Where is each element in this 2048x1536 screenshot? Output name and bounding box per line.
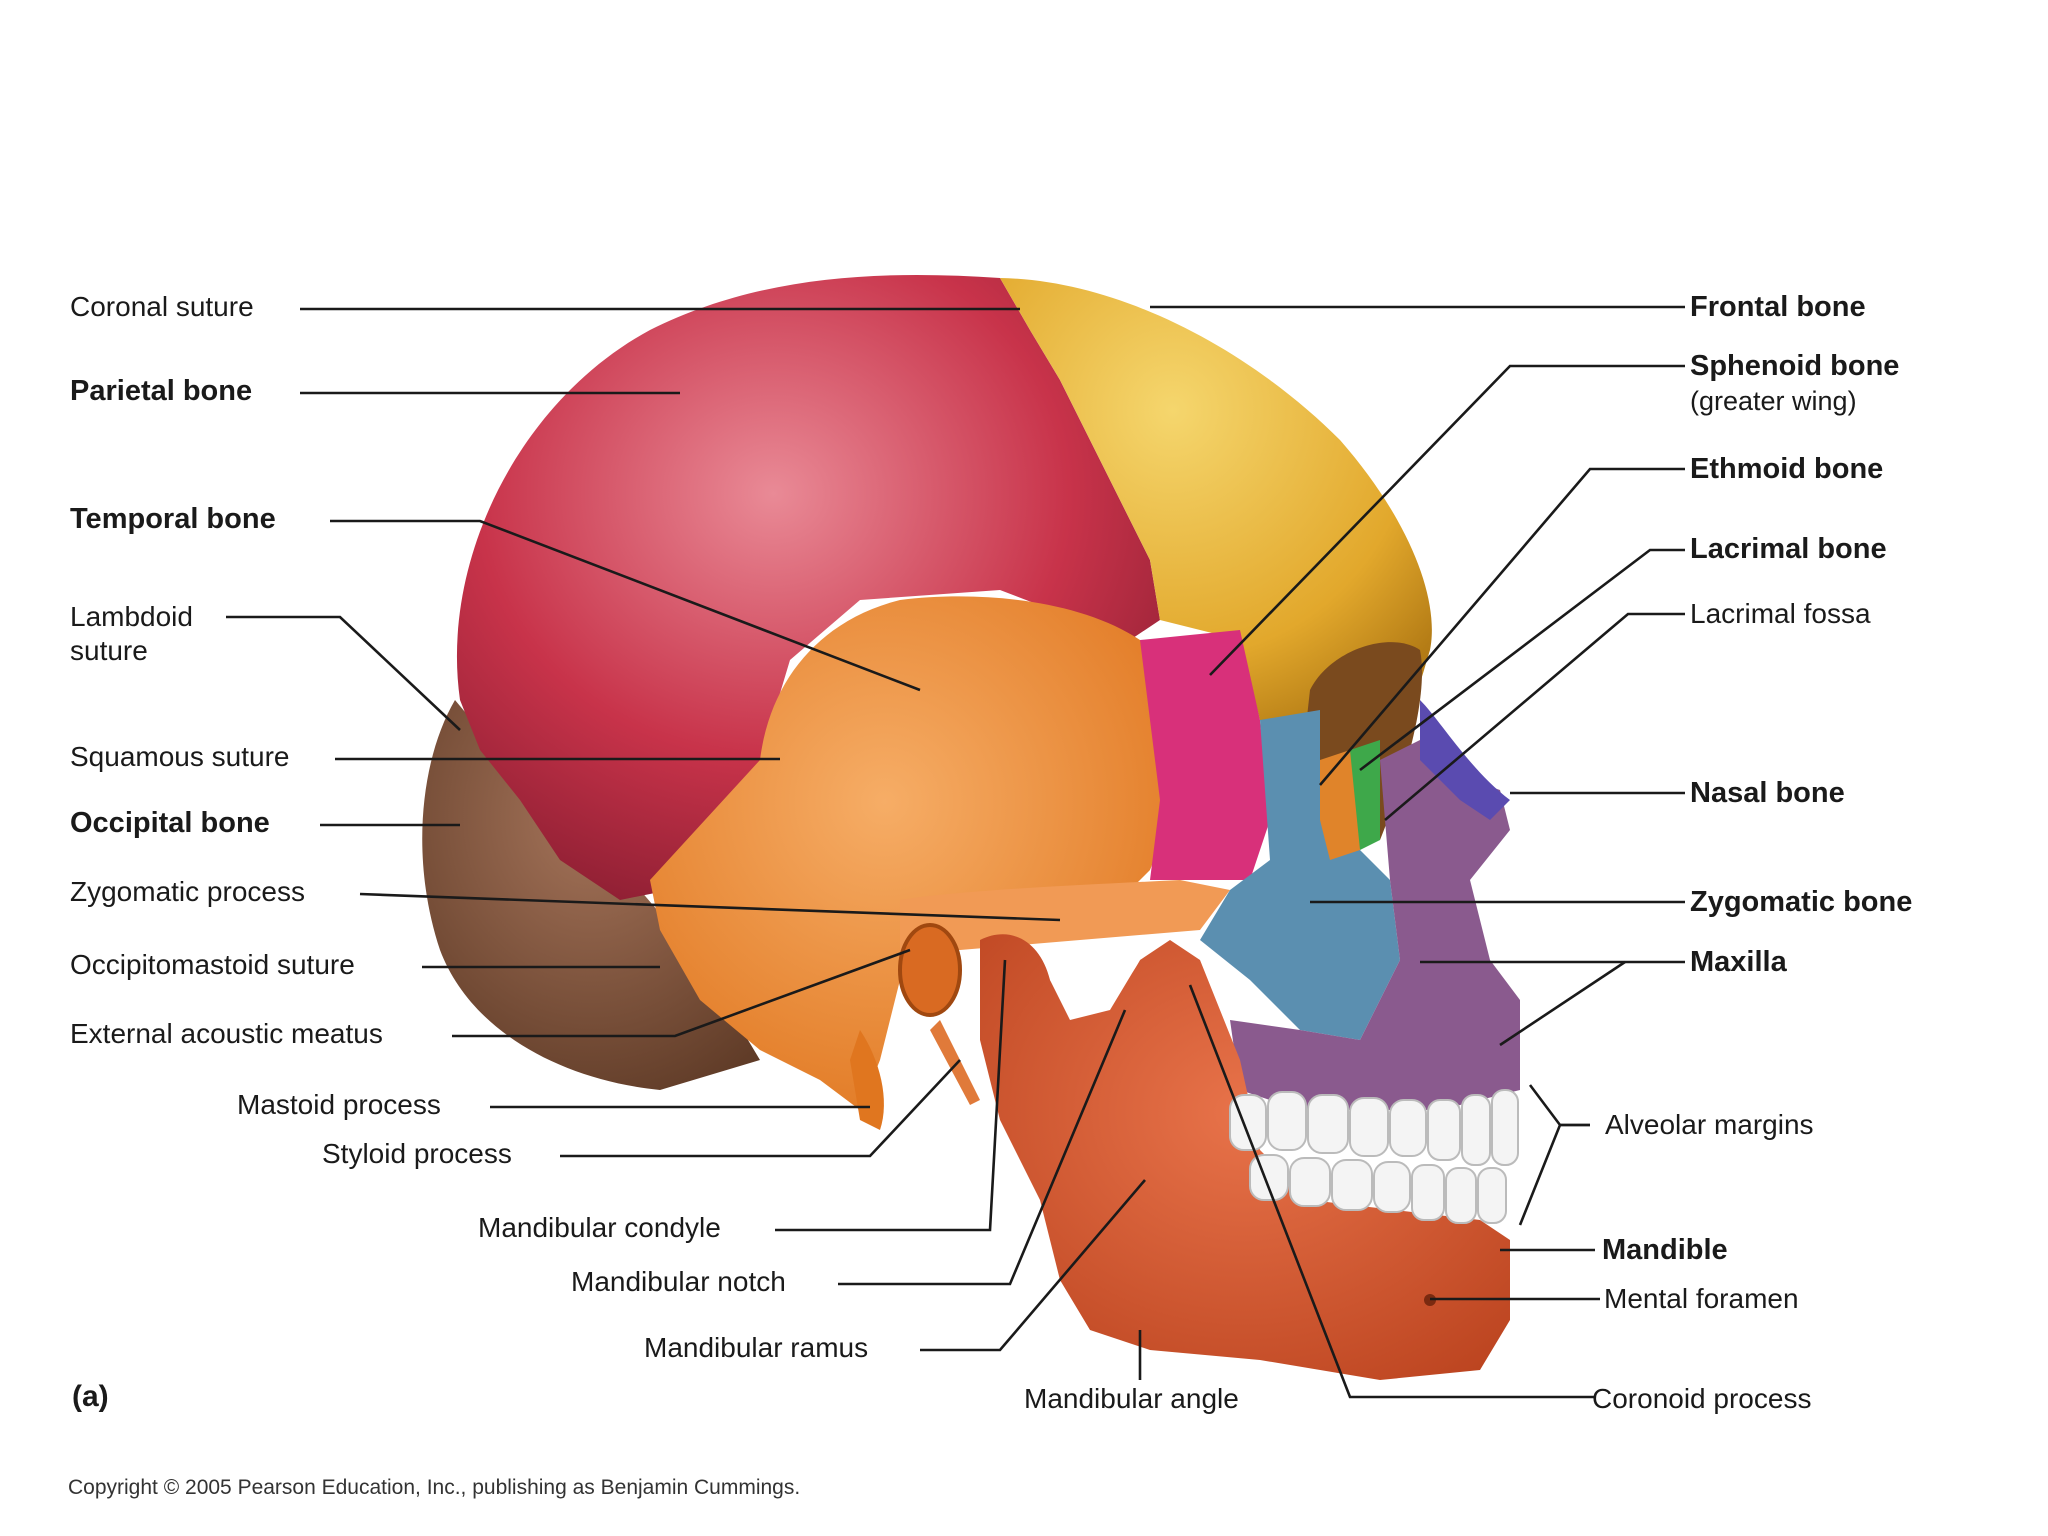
sphenoid-bone-shape [1140, 630, 1270, 880]
label-parietal-bone: Parietal bone [70, 375, 253, 407]
label-maxilla: Maxilla [1690, 946, 1787, 978]
label-mastoid-process: Mastoid process [237, 1089, 441, 1120]
lower-teeth [1249, 1154, 1507, 1224]
label-squamous-suture: Squamous suture [70, 741, 290, 772]
mandibular-notch-shape [1050, 956, 1140, 1003]
mastoid-shape [850, 1030, 884, 1130]
copyright-notice: Copyright © 2005 Pearson Education, Inc.… [68, 1476, 801, 1499]
label-lambdoid-suture-line2: suture [70, 635, 148, 666]
label-styloid-process: Styloid process [322, 1138, 512, 1169]
styloid-shape [930, 1020, 980, 1105]
figure-label: (a) [72, 1380, 109, 1413]
upper-teeth [1229, 1089, 1519, 1166]
label-lacrimal-bone: Lacrimal bone [1690, 533, 1887, 565]
temporal-bone-shape [650, 596, 1172, 1110]
lacrimal-bone-shape [1320, 750, 1360, 860]
label-occipitomastoid-suture: Occipitomastoid suture [70, 949, 355, 980]
label-temporal-bone: Temporal bone [70, 503, 276, 535]
label-nasal-bone: Nasal bone [1690, 777, 1845, 809]
label-sphenoid-greater-wing: (greater wing) [1690, 386, 1857, 416]
label-zygomatic-bone: Zygomatic bone [1690, 886, 1913, 918]
label-lambdoid-suture-line1: Lambdoid [70, 601, 193, 632]
leader-lines [226, 305, 1685, 1399]
label-lacrimal-fossa: Lacrimal fossa [1690, 598, 1871, 629]
label-frontal-bone: Frontal bone [1690, 291, 1866, 323]
label-mandibular-ramus: Mandibular ramus [644, 1332, 869, 1363]
label-ethmoid-bone: Ethmoid bone [1690, 453, 1884, 485]
frontal-bone-shape [1000, 278, 1432, 720]
ear-canal-shape [898, 923, 962, 1017]
label-coronal-suture: Coronal suture [70, 291, 254, 322]
zygomatic-process-shape [900, 880, 1230, 950]
label-occipital-bone: Occipital bone [70, 807, 270, 839]
label-zygomatic-process: Zygomatic process [70, 876, 305, 907]
label-mandible: Mandible [1602, 1234, 1728, 1266]
maxilla-shape [1230, 740, 1520, 1110]
label-external-acoustic-meatus: External acoustic meatus [70, 1018, 383, 1049]
label-mandibular-angle: Mandibular angle [1024, 1383, 1239, 1414]
label-mandibular-notch: Mandibular notch [571, 1266, 786, 1297]
label-coronoid-process: Coronoid process [1592, 1383, 1812, 1414]
nasal-bone-shape [1420, 700, 1510, 820]
label-mandibular-condyle: Mandibular condyle [478, 1212, 721, 1243]
occipital-bone-shape [422, 700, 760, 1090]
label-sphenoid-bone: Sphenoid bone [1690, 350, 1900, 382]
label-mental-foramen: Mental foramen [1604, 1283, 1799, 1314]
parietal-bone-shape [456, 274, 1161, 900]
label-alveolar-margins: Alveolar margins [1605, 1109, 1814, 1140]
zygomatic-bone-shape [1200, 710, 1400, 1040]
mandible-shape [980, 934, 1510, 1380]
